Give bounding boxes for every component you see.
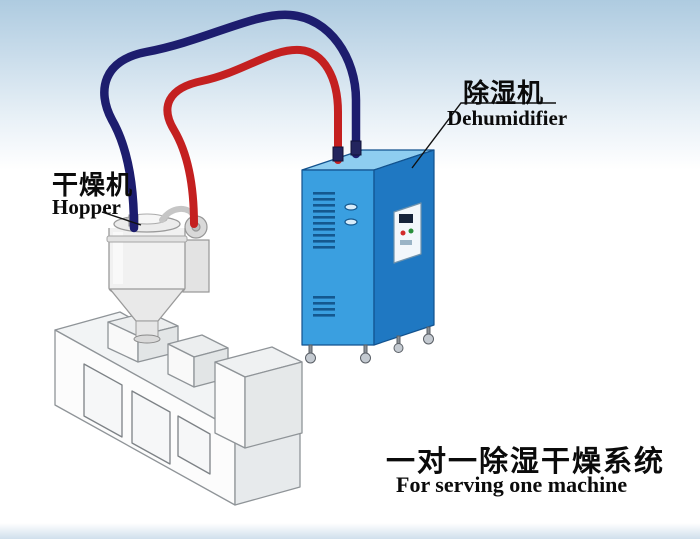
dehumidifier-front-face xyxy=(301,169,375,346)
control-display xyxy=(399,214,413,223)
pipe-stub-left xyxy=(332,146,344,162)
caption-zh: 一对一除湿干燥系统 xyxy=(386,446,666,478)
hopper-leader-line xyxy=(101,211,142,226)
dehumidifier-label-en: Dehumidifier xyxy=(447,106,568,130)
blower-body xyxy=(182,239,210,293)
caption-en: For serving one machine xyxy=(396,472,628,497)
pipe-stub-right xyxy=(350,140,362,156)
bottom-gradient xyxy=(0,523,700,539)
machine-cover-front xyxy=(214,361,246,449)
front-oval-port xyxy=(344,203,358,211)
control-button-red xyxy=(400,230,406,236)
hopper-label-en: Hopper xyxy=(52,195,121,219)
dry-air-pipe xyxy=(163,45,342,228)
control-button-green xyxy=(408,228,414,234)
sky-gradient xyxy=(0,0,700,170)
machine-cover-side xyxy=(244,361,303,449)
machine-door-panel xyxy=(131,390,171,465)
extruder-machine xyxy=(54,311,303,506)
hopper-label-zh: 干燥机 xyxy=(52,170,134,200)
control-panel xyxy=(393,202,422,264)
control-switch xyxy=(400,240,412,245)
hopper-highlight xyxy=(113,232,123,284)
dehumidifier-label-zh: 除湿机 xyxy=(463,78,545,108)
return-air-pipe xyxy=(100,10,361,233)
dehumidifier-leader-line xyxy=(411,102,556,169)
front-oval-port xyxy=(344,218,358,226)
machine-door-panel xyxy=(83,363,123,438)
casters xyxy=(305,326,434,364)
machine-front-panel xyxy=(177,415,211,475)
hopper-clamp-band xyxy=(106,235,188,243)
dehumidifier-unit xyxy=(301,149,435,364)
vent-slots xyxy=(313,192,335,317)
hopper-flange xyxy=(133,334,161,344)
